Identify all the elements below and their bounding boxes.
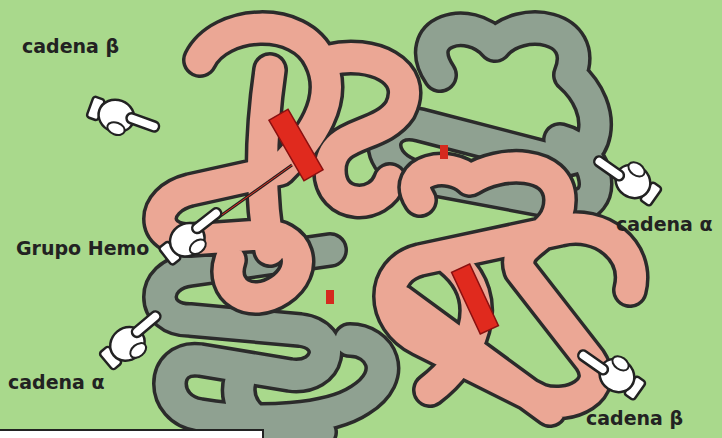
heme-groups <box>269 109 498 334</box>
chain-label: cadena β <box>22 34 119 58</box>
chain-label: cadena α <box>8 370 105 394</box>
frame-corner <box>0 430 263 438</box>
leader-line <box>212 165 292 222</box>
leader-line <box>212 165 292 222</box>
pointing-hands <box>84 91 666 404</box>
chain-label: Grupo Hemo <box>16 236 149 260</box>
chain-label: cadena β <box>586 406 683 430</box>
globin-chains <box>160 28 632 434</box>
chain-label: cadena α <box>616 212 713 236</box>
